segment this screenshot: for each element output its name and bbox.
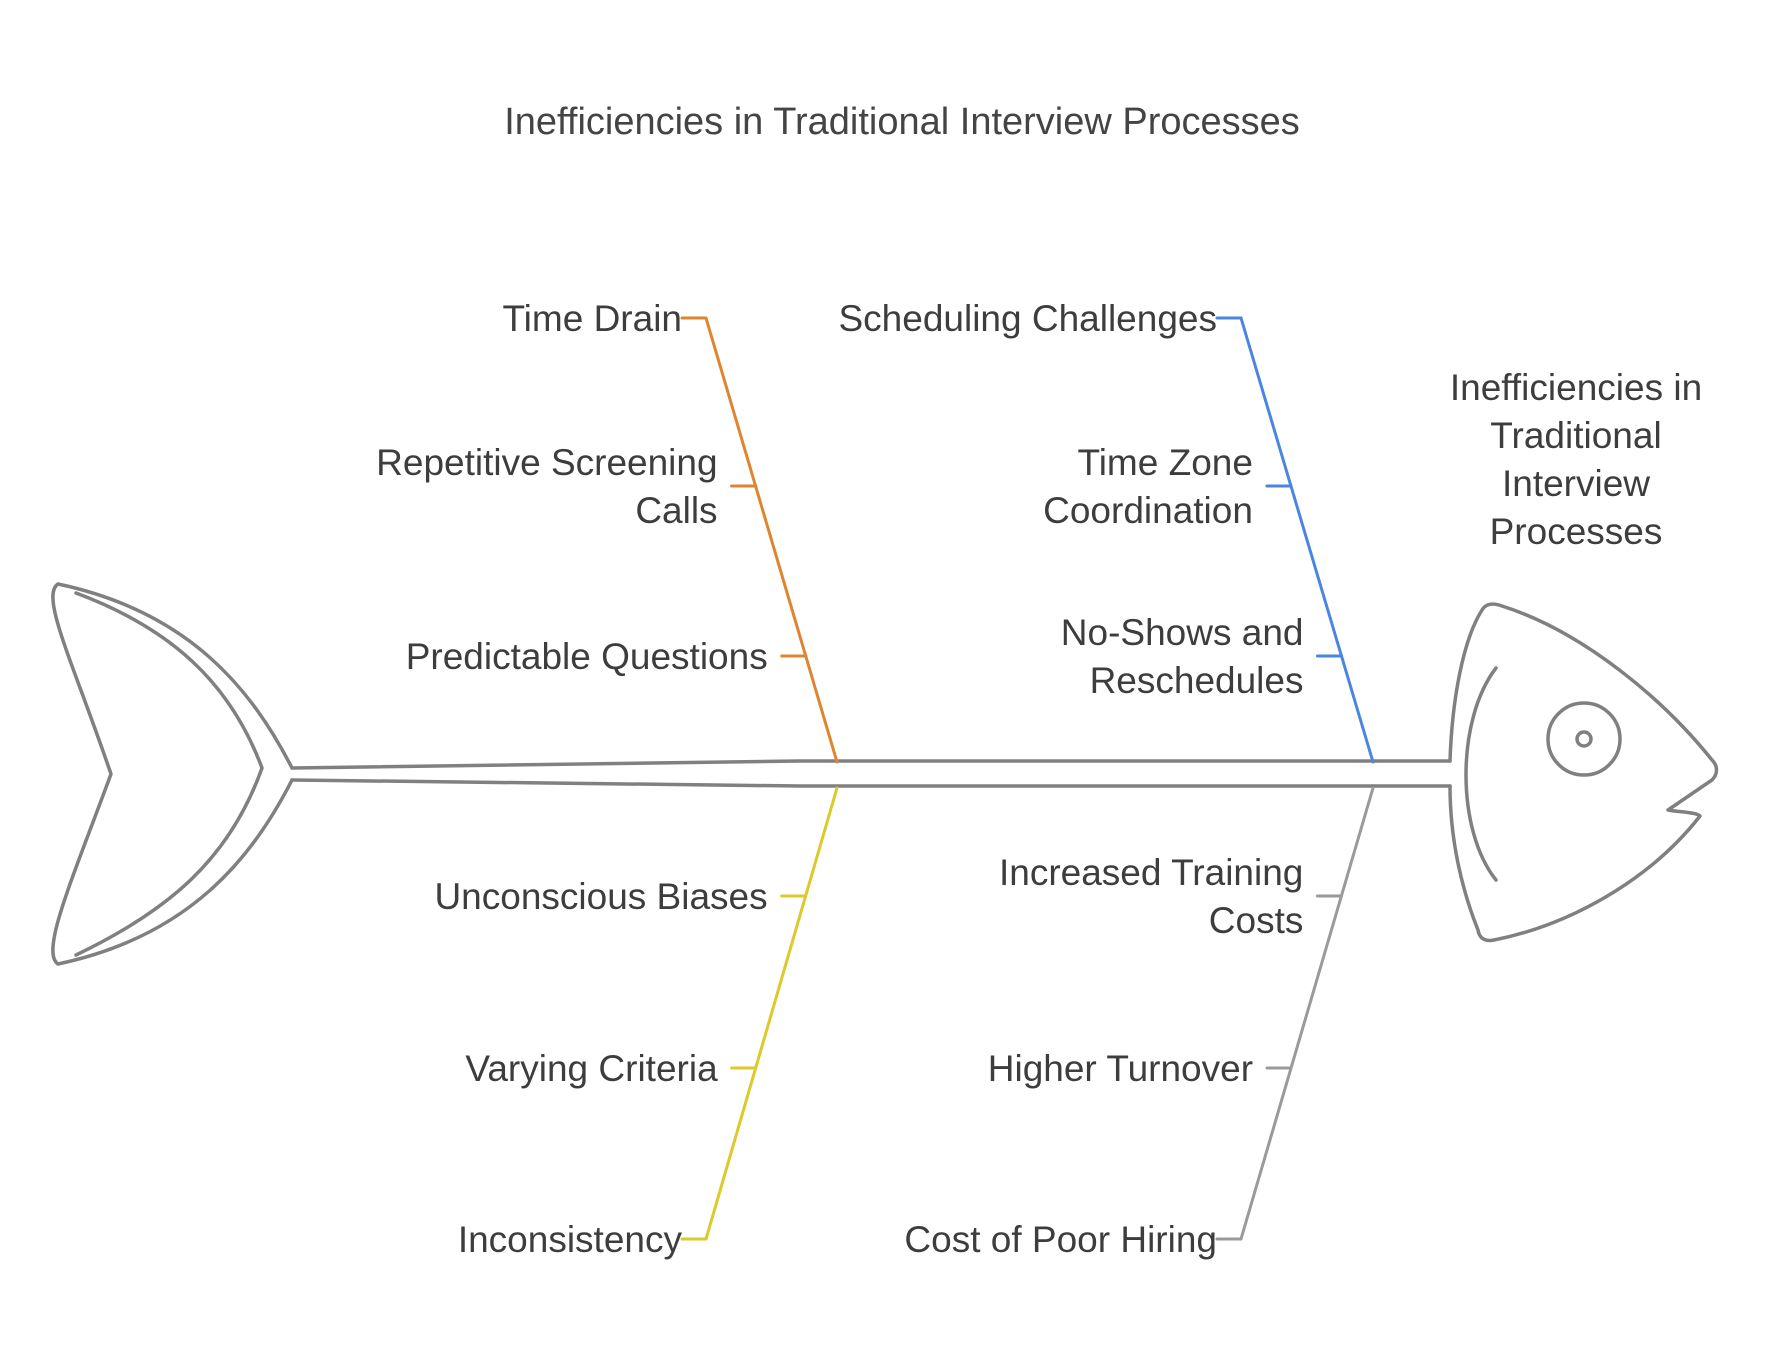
branch-bone <box>1239 786 1375 1241</box>
cause-label-line: Reschedules <box>1090 660 1304 701</box>
branch-bone <box>704 316 839 764</box>
branch-bone <box>704 786 839 1241</box>
branch-label-line: Cost of Poor Hiring <box>904 1219 1217 1260</box>
cause-label-line: Repetitive Screening <box>376 442 717 483</box>
branch-label: Time Drain <box>502 298 682 339</box>
branch-label-line: Time Drain <box>502 298 682 339</box>
cause-label-line: No-Shows and <box>1061 612 1304 653</box>
cause-label: Higher Turnover <box>988 1048 1253 1089</box>
fish-spine <box>290 759 1452 788</box>
cause-label: Varying Criteria <box>465 1048 718 1089</box>
fish-eye-icon <box>1546 701 1622 777</box>
branch-label-line: Inconsistency <box>458 1219 683 1260</box>
branch-label: Inconsistency <box>458 1219 683 1260</box>
cause-label-line: Higher Turnover <box>988 1048 1253 1089</box>
fish-head <box>1448 602 1719 943</box>
cause-label-line: Costs <box>1209 900 1304 941</box>
diagram-title: Inefficiencies in Traditional Interview … <box>504 101 1300 143</box>
branch-label-line: Scheduling Challenges <box>839 298 1218 339</box>
cause-label-line: Unconscious Biases <box>434 876 767 917</box>
cause-label-line: Coordination <box>1043 490 1253 531</box>
cause-label-line: Calls <box>635 490 717 531</box>
cause-label-line: Time Zone <box>1077 442 1252 483</box>
cause-label: Unconscious Biases <box>434 876 767 917</box>
effect-label-line: Traditional <box>1490 415 1661 456</box>
cause-label-line: Varying Criteria <box>465 1048 718 1089</box>
fish-tail <box>51 582 294 966</box>
effect-label-line: Processes <box>1490 511 1663 552</box>
branch-bone <box>1239 316 1375 764</box>
effect-label-line: Inefficiencies in <box>1450 367 1702 408</box>
cause-label-line: Increased Training <box>999 852 1303 893</box>
cause-label: Predictable Questions <box>406 636 768 677</box>
effect-label-line: Interview <box>1502 463 1650 504</box>
branch-label: Scheduling Challenges <box>839 298 1218 339</box>
cause-label-line: Predictable Questions <box>406 636 768 677</box>
branch-label: Cost of Poor Hiring <box>904 1219 1217 1260</box>
